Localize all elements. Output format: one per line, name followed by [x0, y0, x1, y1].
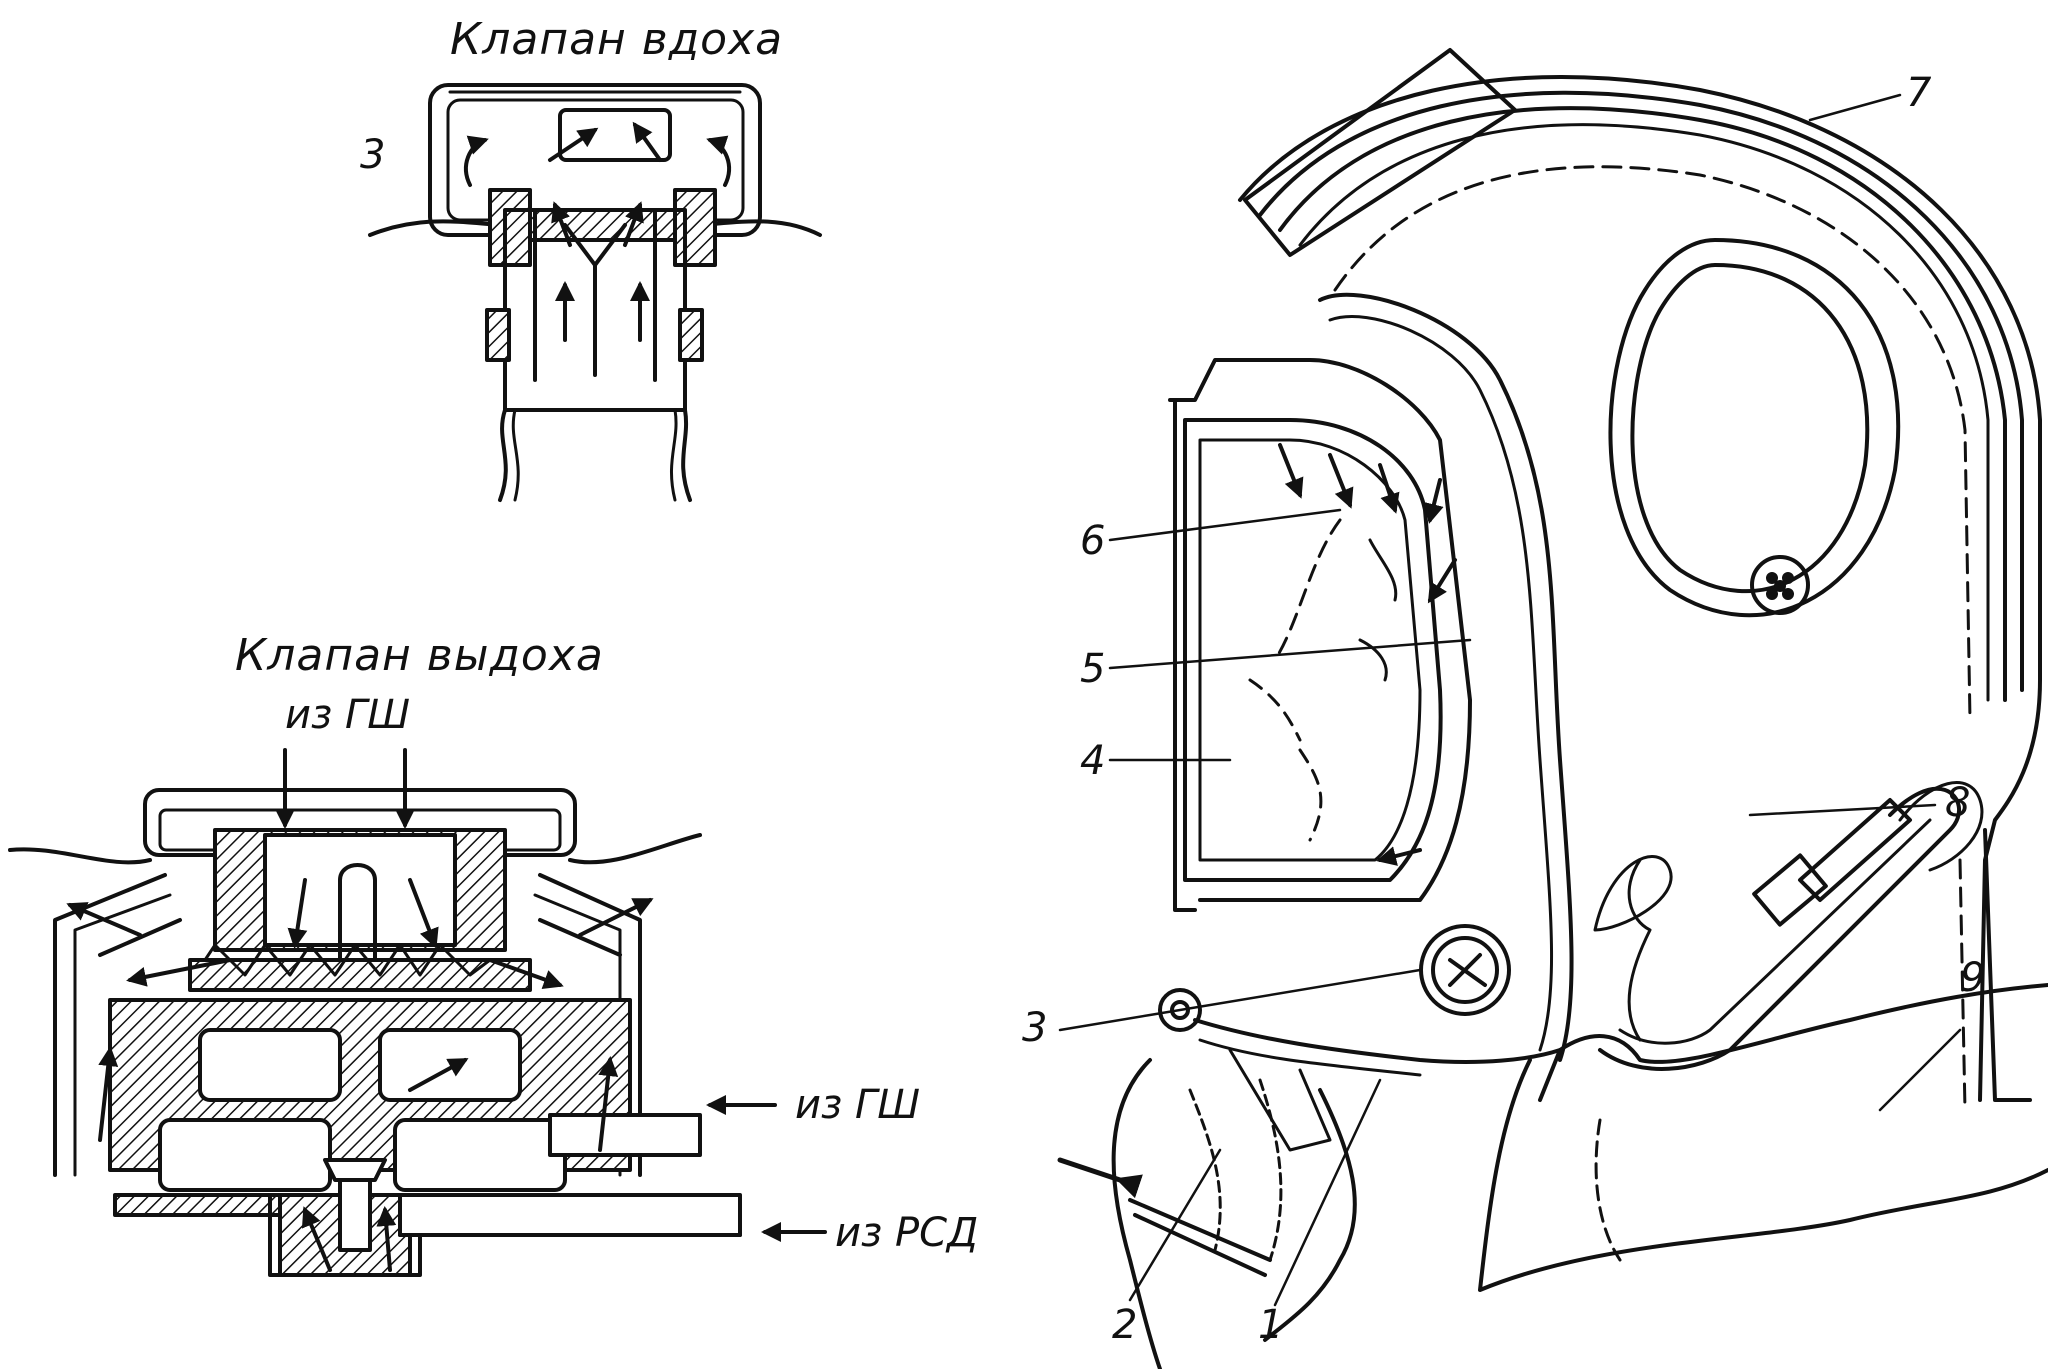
- exhale-valve-inlet-side: из ГШ: [795, 1082, 921, 1128]
- exhale-valve-title: Клапан выдоха: [235, 630, 604, 681]
- helmet-callout-5: 5: [1080, 646, 1106, 692]
- helmet-callout-1: 1: [1258, 1302, 1284, 1348]
- helmet-callout-6: 6: [1080, 518, 1106, 564]
- helmet-drawing: [1057, 48, 2048, 1369]
- inhale-valve-drawing: [368, 83, 822, 502]
- inhale-valve-callout-3: 3: [360, 132, 386, 178]
- helmet-callout-2: 2: [1112, 1302, 1138, 1348]
- helmet-callout-3: 3: [1022, 1005, 1048, 1051]
- exhale-valve-drawing: [8, 748, 827, 1277]
- helmet-callout-7: 7: [1906, 70, 1932, 116]
- helmet-callout-9: 9: [1960, 955, 1986, 1001]
- inhale-valve-title: Клапан вдоха: [450, 14, 784, 65]
- exhale-valve-inlet-top: из ГШ: [285, 692, 411, 738]
- leader-lines: [1058, 93, 1962, 1307]
- helmet-callout-8: 8: [1945, 780, 1971, 826]
- exhale-valve-inlet-bottom: из РСД: [835, 1210, 979, 1256]
- helmet-callout-4: 4: [1080, 738, 1106, 784]
